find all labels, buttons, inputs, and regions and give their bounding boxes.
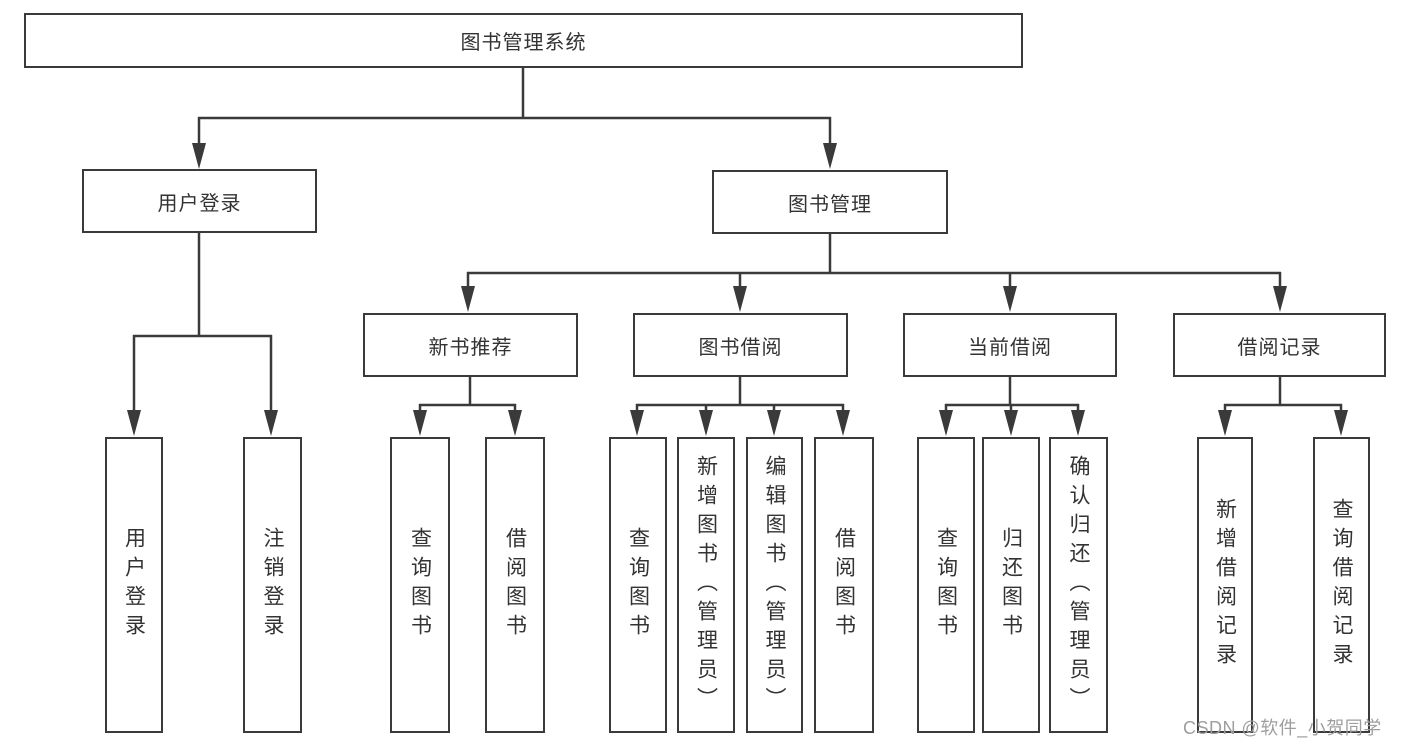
leaf-user-login-label: 用户登录 (122, 527, 146, 643)
node-new-book-recommend: 新书推荐 (363, 313, 578, 377)
leaf-query-book-current: 查询图书 (917, 437, 975, 733)
node-root-label: 图书管理系统 (460, 32, 587, 54)
node-book-management: 图书管理 (712, 170, 948, 234)
leaf-borrow-book-recommend-label: 借阅图书 (503, 527, 527, 643)
node-book-management-label: 图书管理 (788, 193, 872, 216)
leaf-return-book-label: 归还图书 (999, 527, 1023, 643)
leaf-return-book: 归还图书 (982, 437, 1040, 733)
node-borrow-records: 借阅记录 (1173, 313, 1386, 377)
leaf-add-book-admin-label: 新增图书（管理员） (694, 454, 718, 716)
node-user-login-label: 用户登录 (157, 192, 242, 215)
node-borrow-records-label: 借阅记录 (1237, 336, 1322, 359)
leaf-user-login: 用户登录 (105, 437, 163, 733)
leaf-logout: 注销登录 (243, 437, 302, 733)
leaf-query-book-current-label: 查询图书 (934, 527, 958, 643)
leaf-borrow-book: 借阅图书 (814, 437, 874, 733)
leaf-query-book-recommend-label: 查询图书 (408, 527, 432, 643)
node-current-borrow-label: 当前借阅 (968, 336, 1052, 359)
node-new-book-recommend-label: 新书推荐 (428, 336, 513, 359)
node-user-login: 用户登录 (82, 169, 317, 233)
leaf-confirm-return-admin-label: 确认归还（管理员） (1067, 454, 1090, 716)
node-root-system: 图书管理系统 (24, 13, 1023, 68)
leaf-confirm-return-admin: 确认归还（管理员） (1049, 437, 1108, 733)
leaf-logout-label: 注销登录 (261, 527, 284, 643)
leaf-borrow-book-label: 借阅图书 (832, 527, 856, 643)
leaf-query-book-recommend: 查询图书 (390, 437, 450, 733)
leaf-edit-book-admin: 编辑图书（管理员） (746, 437, 803, 733)
leaf-query-book-borrow-label: 查询图书 (626, 527, 650, 643)
arrowheads (127, 143, 1348, 436)
csdn-watermark: CSDN @软件_小贺同学 (1183, 718, 1382, 738)
leaf-add-borrow-record: 新增借阅记录 (1197, 437, 1253, 733)
leaf-borrow-book-recommend: 借阅图书 (485, 437, 545, 733)
node-book-borrow-label: 图书借阅 (698, 336, 783, 359)
leaf-add-borrow-record-label: 新增借阅记录 (1213, 498, 1237, 672)
leaf-add-book-admin: 新增图书（管理员） (677, 437, 735, 733)
leaf-query-borrow-record-label: 查询借阅记录 (1330, 498, 1353, 672)
leaf-edit-book-admin-label: 编辑图书（管理员） (763, 454, 786, 716)
leaf-query-borrow-record: 查询借阅记录 (1313, 437, 1370, 733)
node-book-borrow: 图书借阅 (633, 313, 848, 377)
leaf-query-book-borrow: 查询图书 (609, 437, 667, 733)
node-current-borrow: 当前借阅 (903, 313, 1117, 377)
